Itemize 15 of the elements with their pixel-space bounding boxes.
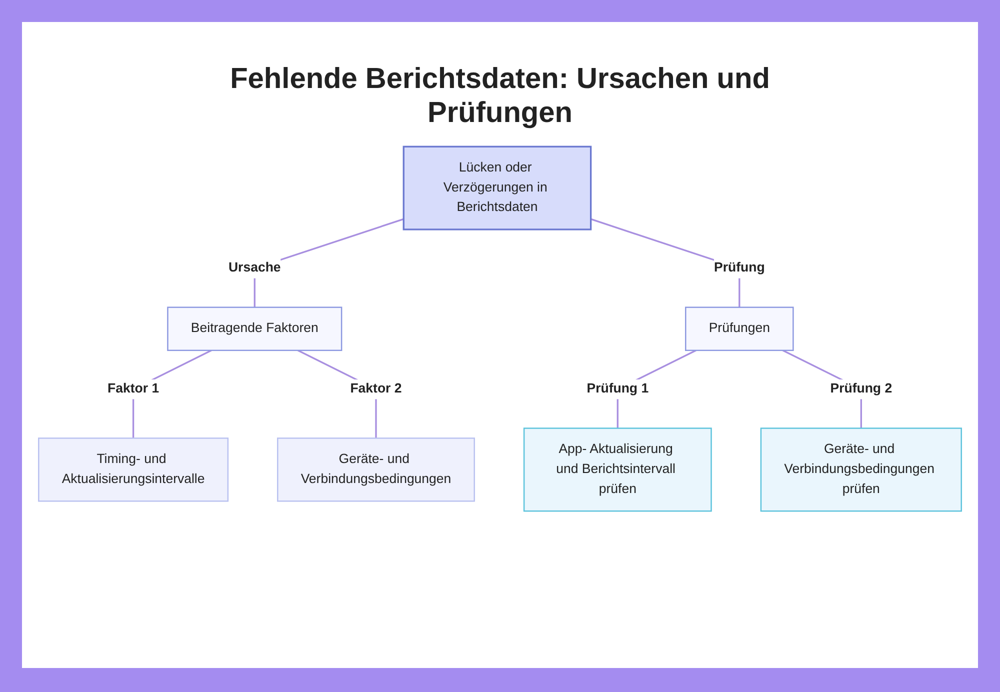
node-box [277,438,475,502]
edge-label: Prüfung 2 [830,382,892,396]
diagram-title: Fehlende Berichtsdaten: Ursachen und Prüfungen [229,62,771,130]
node-box [402,146,592,230]
node-box [38,438,229,502]
node-box [685,306,794,351]
edge-label: Prüfung [714,260,765,276]
node-box [167,306,342,351]
card-background: Fehlende Berichtsdaten: Ursachen und Prüfungen Ursache Prüfung Faktor 1 Faktor 2 Prüfung 1 Prüfung 2 Lücken oder Verzögerungen in Berichtsdaten Beitragende Faktoren Prüfungen Timing- und Aktualisierungsintervalle Geräte- und Verbindungsbedingungen App- Aktualisierung und Berichtsintervall prüfen Geräte- und Verbindungsbedingungen prüfen [22,22,978,668]
edge-label: Faktor 2 [350,382,402,396]
node-box [760,428,962,512]
edge-label: Prüfung 1 [586,382,649,396]
edge-label: Ursache [228,260,281,276]
edge-label: Faktor 1 [108,382,160,396]
node-box [523,428,712,512]
